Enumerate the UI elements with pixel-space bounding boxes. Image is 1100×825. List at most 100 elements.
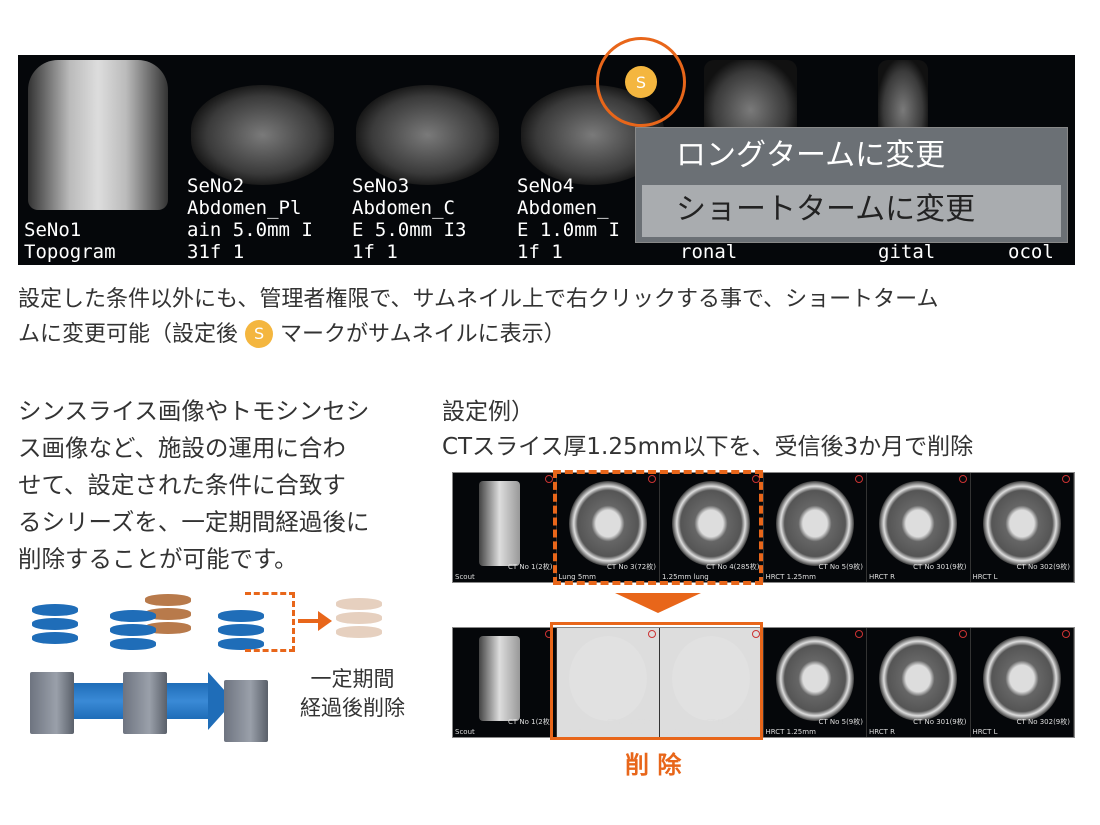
series-thumbnail[interactable]: HRCT R CT No 301(9枚) <box>867 473 971 582</box>
series-thumbnail[interactable]: HRCT L CT No 302(9枚) <box>971 473 1074 582</box>
short-term-badge-icon: S <box>625 66 657 98</box>
deleted-database-icon <box>336 598 382 642</box>
series-name: 1.25mm lung <box>662 728 709 736</box>
caption-line1: 設定した条件以外にも、管理者権限で、サムネイル上で右クリックする事で、ショートタ… <box>18 287 939 312</box>
ct-image <box>879 636 958 721</box>
series-name: Scout <box>455 728 475 736</box>
series-strip-after: Scout CT No 1(2枚) Lung 5mm CT No 3(72枚) 1.25… <box>452 627 1075 738</box>
series-name: HRCT R <box>869 573 896 581</box>
scout-image <box>478 481 520 566</box>
ct-image <box>568 636 647 721</box>
series-thumbnail[interactable]: Scout CT No 1(2枚) <box>453 628 557 737</box>
database-icon <box>145 594 191 638</box>
series-name: HRCT R <box>869 728 896 736</box>
close-icon[interactable] <box>958 475 967 483</box>
close-icon[interactable] <box>855 475 863 483</box>
database-icon <box>218 610 264 654</box>
delete-label: 削 除 <box>625 751 682 779</box>
series-info: CT No 301(9枚) <box>913 563 967 571</box>
caption-part: ムに変更可能（設定後 <box>18 322 239 347</box>
deleted-box <box>550 622 763 740</box>
series-name: Lung 5mm <box>558 728 596 736</box>
thumbnail[interactable]: ocol <box>1008 241 1054 263</box>
series-info: CT No 4(285枚) <box>706 563 760 571</box>
description-line: るシリーズを、一定期間経過後に <box>18 508 370 536</box>
highlight-circle <box>596 37 686 127</box>
database-icon <box>110 610 156 654</box>
example-title: 設定例） <box>442 399 534 425</box>
series-thumbnail[interactable]: Scout CT No 1(2枚) <box>453 473 557 582</box>
description-line: せて、設定された条件に合致す <box>18 471 346 499</box>
caption-line2: ムに変更可能（設定後 S マークがサムネイルに表示） <box>18 318 566 352</box>
series-name: HRCT 1.25mm <box>765 573 816 581</box>
close-icon[interactable] <box>1062 475 1070 483</box>
ct-image <box>982 636 1061 721</box>
series-thumbnail[interactable]: Lung 5mm CT No 3(72枚) <box>556 628 660 737</box>
series-thumbnail[interactable]: 1.25mm lung CT No 4(285枚) <box>660 628 764 737</box>
server-icon <box>30 672 74 734</box>
menu-item-short-term[interactable]: ショートタームに変更 <box>642 185 1061 237</box>
series-name: Lung 5mm <box>558 573 596 581</box>
series-name: HRCT L <box>972 573 998 581</box>
description-line: シンスライス画像やトモシンセシ <box>18 397 370 425</box>
ct-image <box>672 481 751 566</box>
description: シンスライス画像やトモシンセシ ス画像など、施設の運用に合わ せて、設定された条… <box>18 393 369 578</box>
series-name: 1.25mm lung <box>662 573 709 581</box>
series-info: CT No 1(2枚) <box>507 718 553 726</box>
series-thumbnail[interactable]: 1.25mm lung CT No 4(285枚) <box>660 473 764 582</box>
close-icon[interactable] <box>958 630 967 638</box>
ct-image <box>568 481 647 566</box>
series-thumbnail[interactable]: Lung 5mm CT No 3(72枚) <box>557 473 660 582</box>
arrow-right-icon <box>298 619 320 623</box>
thumbnail[interactable]: SeNo2 Abdomen_Pl ain 5.0mm I 31f 1 <box>181 55 344 265</box>
down-arrow-icon <box>615 593 701 613</box>
close-icon[interactable] <box>544 475 553 483</box>
series-strip-before: Scout CT No 1(2枚) Lung 5mm CT No 3(72枚) 1.25… <box>452 472 1075 583</box>
series-info: CT No 5(9枚) <box>818 718 863 726</box>
scout-image <box>478 636 520 721</box>
database-icon <box>32 604 78 648</box>
series-info: CT No 3(72枚) <box>607 563 656 571</box>
short-term-badge-icon: S <box>245 320 274 348</box>
close-icon[interactable] <box>648 475 656 483</box>
diagram-label: 一定期間経過後削除 <box>300 665 405 723</box>
series-info: CT No 4(285枚) <box>706 718 760 726</box>
context-menu: ロングタームに変更 ショートタームに変更 <box>635 127 1068 243</box>
selection-dashed-box <box>553 470 763 585</box>
series-info: CT No 1(2枚) <box>507 563 553 571</box>
series-name: HRCT L <box>972 728 998 736</box>
series-info: CT No 5(9枚) <box>818 563 863 571</box>
ct-image <box>775 636 854 721</box>
thumbnail[interactable]: SeNo1 Topogram <box>18 55 178 265</box>
menu-item-long-term[interactable]: ロングタームに変更 <box>676 138 946 173</box>
series-info: CT No 3(72枚) <box>607 718 656 726</box>
ct-image <box>982 481 1061 566</box>
close-icon[interactable] <box>751 630 760 638</box>
series-info: CT No 301(9枚) <box>913 718 967 726</box>
caption-part: マークがサムネイルに表示） <box>280 322 566 347</box>
close-icon[interactable] <box>648 630 656 638</box>
thumbnail[interactable]: SeNo3 Abdomen_C E 5.0mm I3 1f 1 <box>346 55 509 265</box>
server-icon <box>123 672 167 734</box>
label-line: 経過後削除 <box>300 696 405 720</box>
ct-image <box>879 481 958 566</box>
close-icon[interactable] <box>855 630 863 638</box>
series-thumbnail[interactable]: HRCT L CT No 302(9枚) <box>971 628 1074 737</box>
series-name: Scout <box>455 573 475 581</box>
dashed-bracket <box>245 592 295 652</box>
close-icon[interactable] <box>1062 630 1070 638</box>
description-line: ス画像など、施設の運用に合わ <box>18 434 346 462</box>
arrow-head <box>318 611 332 631</box>
ct-image <box>672 636 751 721</box>
series-info: CT No 302(9枚) <box>1016 718 1070 726</box>
ct-image <box>775 481 854 566</box>
series-name: HRCT 1.25mm <box>765 728 816 736</box>
description-line: 削除することが可能です。 <box>18 545 298 573</box>
server-icon <box>224 680 268 742</box>
series-thumbnail[interactable]: HRCT R CT No 301(9枚) <box>867 628 971 737</box>
example-description: CTスライス厚1.25mm以下を、受信後3か月で削除 <box>442 434 974 460</box>
label-line: 一定期間 <box>310 667 395 691</box>
series-info: CT No 302(9枚) <box>1016 563 1070 571</box>
